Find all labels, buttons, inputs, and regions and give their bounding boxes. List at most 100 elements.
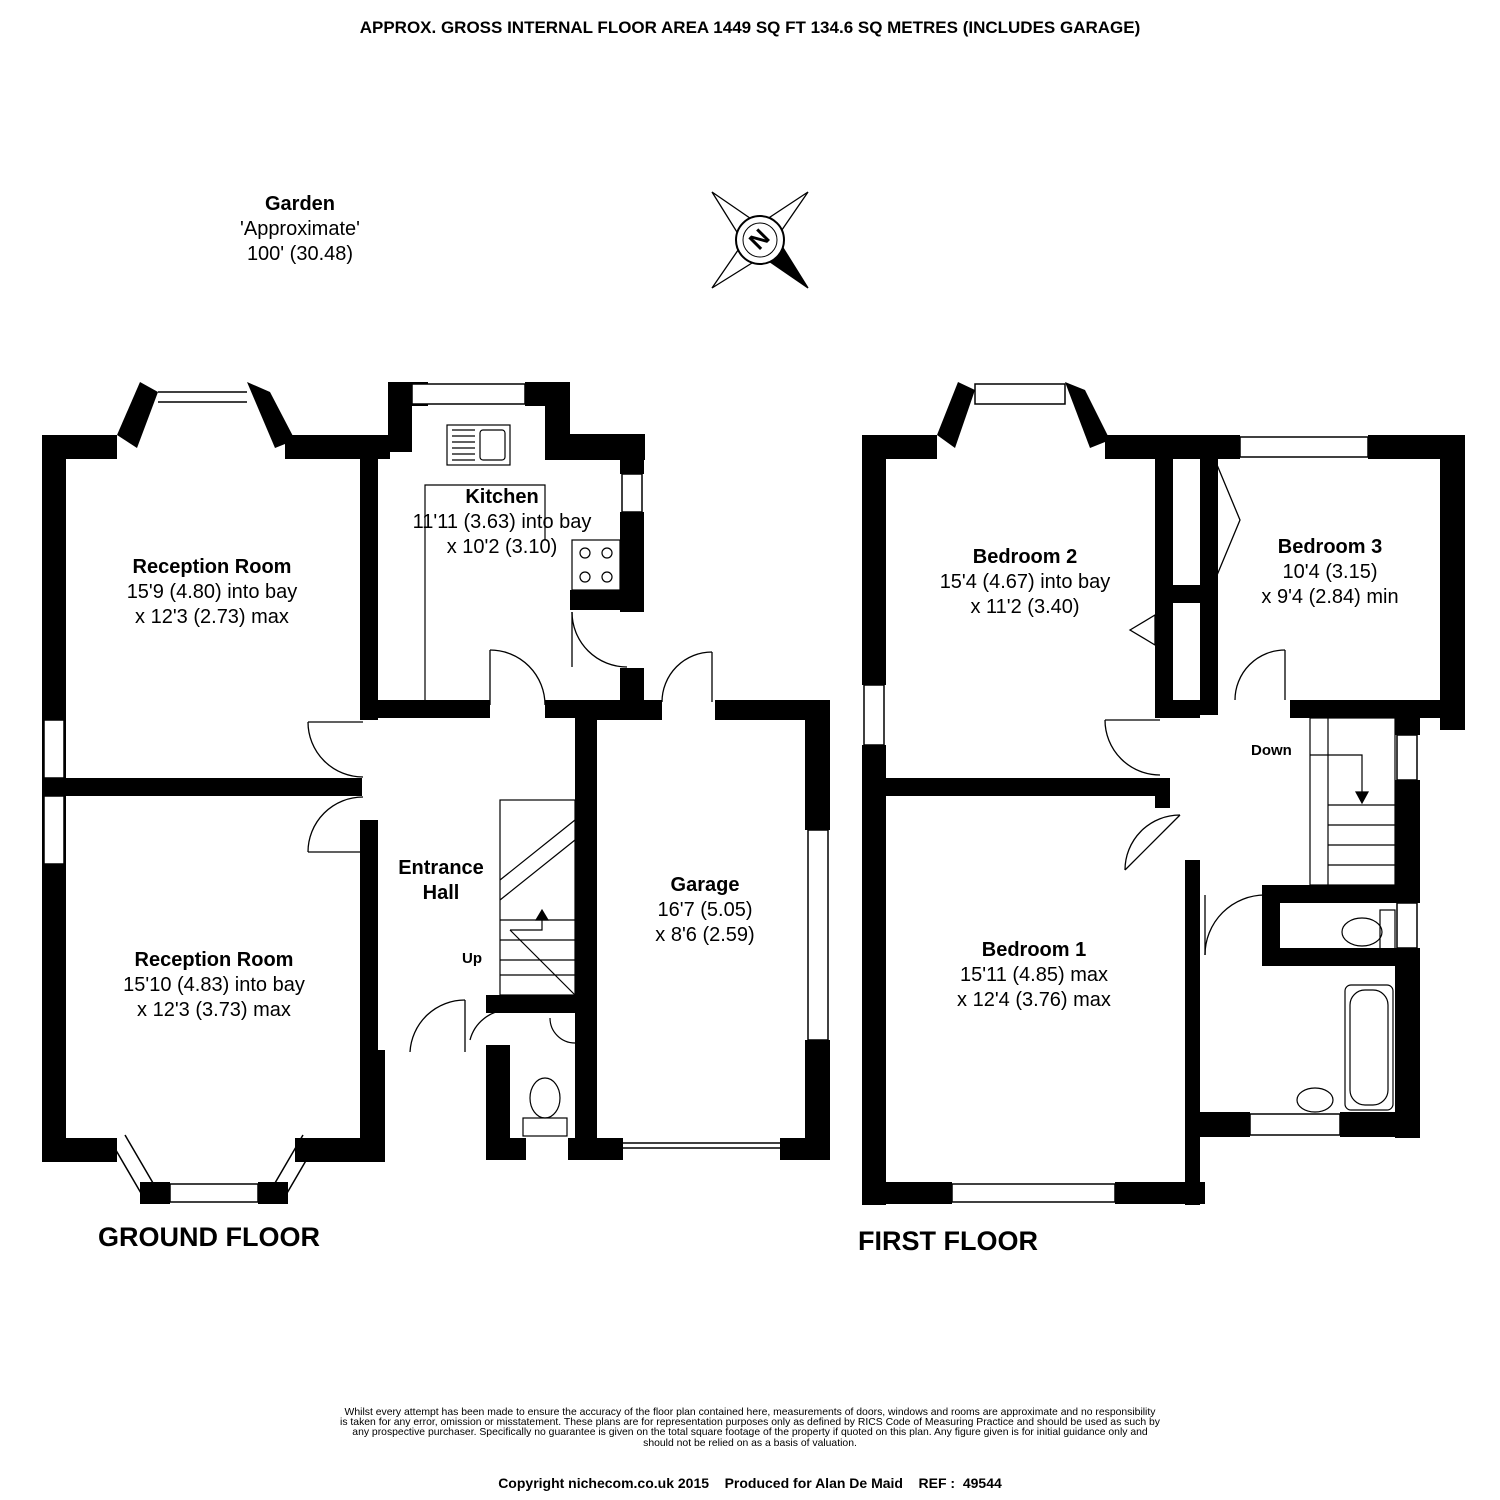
room-dim-1: 11'11 (3.63) into bay (412, 511, 592, 533)
window-stair-east (1396, 734, 1418, 781)
room-name: Bedroom 2 (972, 546, 1078, 568)
bath (1344, 984, 1394, 1111)
basin (1296, 1087, 1334, 1113)
wall-bath-south-east (1340, 1112, 1420, 1137)
window-bay-lower (169, 1183, 259, 1203)
footer-copyright: Copyright nichecom.co.uk 2015 Produced f… (498, 1475, 1002, 1491)
stairs-down-label: Down (1251, 742, 1292, 759)
wall-stair-east (1395, 780, 1420, 885)
wall-between-bedrooms (862, 778, 1162, 796)
bathroom-fittings (1296, 909, 1396, 1113)
room-dim-2: x 12'3 (3.73) max (137, 999, 291, 1021)
wc-ground (522, 1017, 576, 1137)
wall-bath-east (1395, 948, 1420, 1138)
wall-ff-east (1440, 435, 1465, 730)
room-reception-lower: Reception Room 15'10 (4.83) into bay x 1… (82, 948, 346, 1023)
first-floor-label: FIRST FLOOR (858, 1226, 1038, 1256)
room-dim-1: 15'10 (4.83) into bay (123, 974, 305, 996)
wall-reception-upper-east (360, 435, 378, 720)
wall-kitchen-south-stub (570, 590, 644, 610)
room-name-1: Entrance (398, 857, 484, 879)
room-dim-1: 15'11 (4.85) max (960, 964, 1108, 986)
stairs-up-label: Up (462, 950, 482, 967)
room-name: Reception Room (134, 949, 294, 971)
room-name: Kitchen (465, 486, 539, 508)
wall-south-reception (42, 1138, 117, 1162)
hob (571, 539, 621, 591)
room-name: Bedroom 3 (1277, 536, 1383, 558)
window-bed2-west (863, 684, 885, 746)
window-garage-east (807, 829, 829, 1041)
room-reception-upper: Reception Room 15'9 (4.80) into bay x 12… (82, 555, 342, 630)
garden-title: Garden (264, 193, 336, 215)
bay-lower-left-pier (140, 1182, 170, 1204)
room-entrance-hall: Entrance Hall (386, 856, 496, 906)
wall-garage-west (575, 715, 597, 1160)
wall-north-reception (42, 435, 117, 459)
wall-bed2-south-stub (1155, 700, 1200, 718)
window-kitchen-east (621, 473, 643, 513)
wall-garage-north (597, 700, 662, 720)
wall-bath-south-west (1200, 1112, 1250, 1137)
wall-wc-ff-north (1262, 885, 1420, 903)
ff-bay-wall-right (1065, 382, 1110, 448)
window-bed2-bay (974, 383, 1066, 405)
room-kitchen: Kitchen 11'11 (3.63) into bay x 10'2 (3.… (392, 485, 612, 560)
window-reception-west-upper (43, 719, 65, 779)
worktop (424, 484, 546, 700)
kitchen-fittings (424, 424, 621, 700)
room-dim-2: x 8'6 (2.59) (655, 924, 755, 946)
toilet-ff (1341, 917, 1383, 947)
bay-wall-right (247, 382, 295, 448)
wall-stair-ne (1395, 715, 1420, 735)
stairs-ground (499, 799, 576, 996)
bay-windows (109, 391, 782, 1201)
wall-garage-north-east (715, 700, 830, 720)
wall-garage-south-east (780, 1138, 830, 1160)
wall-bed3-south (1290, 700, 1465, 718)
room-dim-2: x 11'2 (3.40) (970, 596, 1080, 618)
garden-line1: 'Approximate' (240, 218, 360, 240)
room-bedroom-2: Bedroom 2 15'4 (4.67) into bay x 11'2 (3… (915, 545, 1135, 620)
wall-ff-north-west (862, 435, 937, 459)
garden-line2: 100' (30.48) (246, 243, 354, 265)
windows (43, 383, 1418, 1203)
room-dim-1: 15'9 (4.80) into bay (126, 581, 298, 603)
window-bath-south (1249, 1113, 1341, 1136)
wall-wc-ff-west (1262, 885, 1280, 965)
room-garage: Garage 16'7 (5.05) x 8'6 (2.59) (620, 873, 790, 948)
wall-hall-south-west (360, 1050, 385, 1160)
room-dim-2: x 10'2 (3.10) (446, 536, 558, 558)
room-bedroom-1: Bedroom 1 15'11 (4.85) max x 12'4 (3.76)… (934, 938, 1134, 1013)
room-bedroom-3: Bedroom 3 10'4 (3.15) x 9'4 (2.84) min (1230, 535, 1430, 610)
room-name-2: Hall (422, 882, 460, 904)
room-name: Garage (670, 874, 740, 896)
room-dim-1: 10'4 (3.15) (1282, 561, 1378, 583)
wall-kitchen-east-1 (620, 434, 644, 474)
window-kitchen-north (411, 383, 526, 405)
window-bed1-south (951, 1183, 1116, 1203)
wall-bed1-ne-stub (1155, 778, 1170, 808)
room-dim-1: 15'4 (4.67) into bay (939, 571, 1111, 593)
garden-label: Garden 'Approximate' 100' (30.48) (200, 192, 400, 267)
room-dim-2: x 12'3 (2.73) max (135, 606, 289, 628)
wall-bed3-west (1200, 435, 1218, 715)
walls (42, 382, 1465, 1205)
room-dim-2: x 9'4 (2.84) min (1261, 586, 1399, 608)
wall-kitchen-west (388, 382, 412, 452)
wall-ff-west-upper (862, 435, 886, 685)
wall-wc-north (486, 995, 576, 1013)
wall-ff-west-lower (862, 745, 886, 1205)
wall-hall-north (360, 700, 490, 718)
ground-floor-label: GROUND FLOOR (98, 1222, 320, 1252)
doors (307, 459, 1286, 1053)
window-bed3-north (1239, 436, 1369, 458)
wall-between-receptions (42, 778, 362, 796)
disclaimer-text: Whilst every attempt has been made to en… (340, 1407, 1160, 1449)
wall-wc-south-east (568, 1138, 623, 1160)
room-dim-2: x 12'4 (3.76) max (957, 989, 1111, 1011)
wall-wc-south (486, 1138, 526, 1160)
room-name: Reception Room (132, 556, 292, 578)
compass-icon (711, 191, 809, 289)
